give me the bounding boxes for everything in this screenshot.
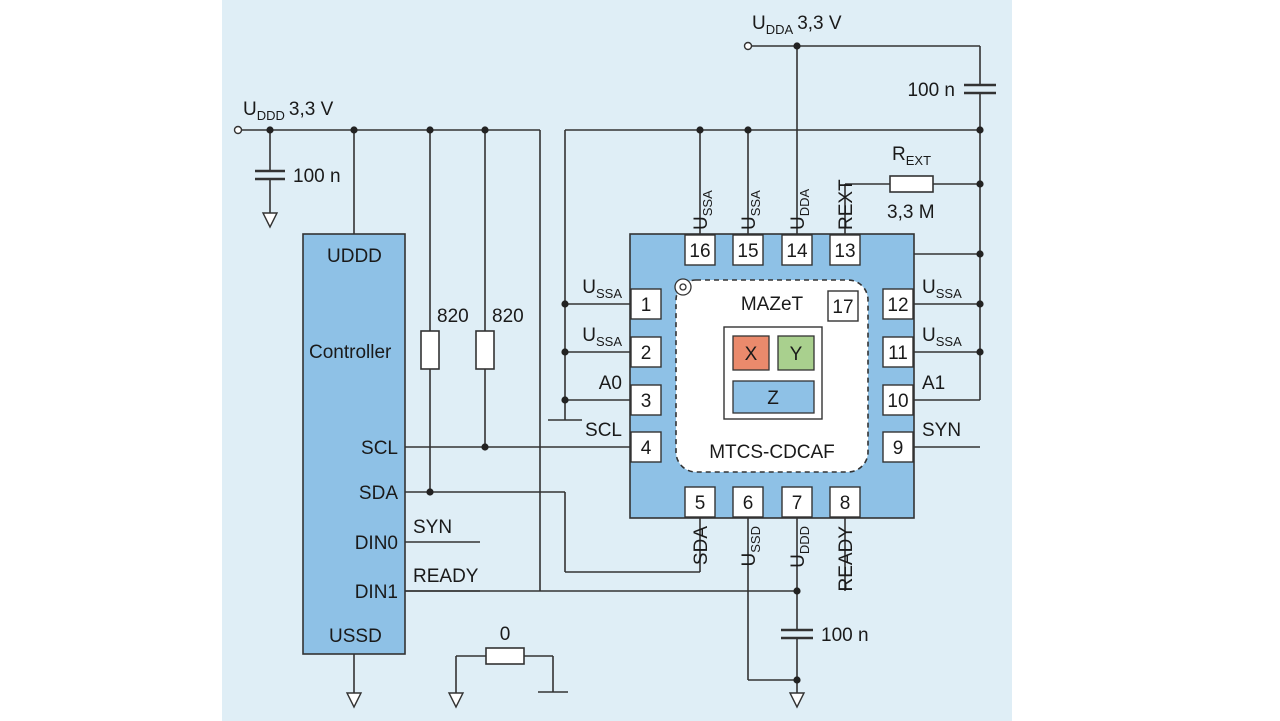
chip-pin-14 [781,234,813,266]
sensor-x-label: X [745,344,758,365]
chip-pin-13-number: 13 [834,241,855,262]
capacitor-udda [964,83,996,95]
chip-pin-15-number: 15 [737,241,758,262]
resistor-rext-label: REXT [892,144,931,168]
sensor-y-label: Y [790,344,803,365]
chip-pin-4-label: SCL [585,420,622,441]
chip-pin-3-label: A0 [599,373,622,394]
chip-pin-6 [732,486,764,518]
chip-pin-5-label: SDA [691,526,712,565]
chip-pin-8 [829,486,861,518]
chip-pin-13-label: REXT [836,179,857,230]
controller-pin-din0: DIN0 [355,533,398,554]
chip-pin-6-number: 6 [743,493,754,514]
chip-pin-10-number: 10 [887,391,908,412]
din0-signal-label: SYN [413,517,452,538]
chip-pin-11-number: 11 [888,343,908,364]
chip-pin-4 [630,431,662,463]
chip-pin-3 [630,384,662,416]
chip-pin-16-label: USSA [691,190,715,230]
controller-pin-scl: SCL [361,438,398,459]
controller-pin-ussd: USSD [329,626,382,647]
capacitor-bottom [781,628,813,640]
chip-pin-11 [882,336,914,368]
chip-pin-8-number: 8 [840,493,851,514]
chip-pin-9 [882,431,914,463]
sensor-y [777,335,815,371]
chip-pin-9-number: 9 [893,438,904,459]
controller-pin-din1: DIN1 [355,582,398,603]
chip-pin-7-number: 7 [792,493,803,514]
chip-pin-15 [732,234,764,266]
chip-pin-11-label: USSA [922,325,962,349]
controller-pin-sda: SDA [359,483,398,504]
resistor-rext-value: 3,3 M [887,202,935,223]
chip-pin-1 [630,288,662,320]
chip-pin-8-label: READY [836,526,857,592]
resistor-zero-label: 0 [500,624,511,645]
chip-pin1-marker [674,278,692,296]
din1-signal-label: READY [413,566,479,587]
capacitor-uddd [255,169,285,181]
chip-pin-17 [827,290,859,322]
chip-pin-1-label: USSA [582,277,622,301]
chip-pin-4-number: 4 [641,438,652,459]
chip-pin-14-label: UDDA [788,188,812,230]
chip-pin-7-label: UDDD [788,526,812,568]
chip-pin-15-label: USSA [739,190,763,230]
chip-pin-17-number: 17 [832,297,853,318]
capacitor-bottom-label: 100 n [821,625,869,646]
chip-pin-13 [829,234,861,266]
chip-pin-2 [630,336,662,368]
chip-pin-10-label: A1 [922,373,945,394]
resistor-zero [485,647,525,665]
chip-pin-6-label: USSD [739,526,763,566]
chip-pin-7 [781,486,813,518]
chip-name-bottom: MTCS-CDCAF [709,442,835,463]
chip-pin-12-label: USSA [922,277,962,301]
chip-pin-5 [684,486,716,518]
capacitor-uddd-label: 100 n [293,166,341,187]
chip-pin-16 [684,234,716,266]
chip-pin-2-number: 2 [641,343,652,364]
chip-pin-12-number: 12 [887,295,908,316]
resistor-r1 [420,330,440,370]
ground-symbols [261,212,806,709]
controller-pin-uddd: UDDD [327,246,382,267]
resistor-rext [889,175,934,193]
junction-dots [266,42,984,684]
chip-pin-2-label: USSA [582,325,622,349]
chip-pin-5-number: 5 [695,493,706,514]
controller-block [302,233,406,655]
chip-pin-1-number: 1 [641,295,652,316]
sensor-x [732,335,770,371]
resistor-r2 [475,330,495,370]
chip-pins: 16USSA15USSA14UDDA13REXT1USSA2USSA3A04SC… [582,179,962,592]
resistor-r1-label: 820 [437,306,469,327]
chip-name-top: MAZeT [741,294,804,315]
chip-pin-14-number: 14 [786,241,808,262]
capacitor-udda-label: 100 n [907,80,955,101]
chip-pin-10 [882,384,914,416]
sensor-z [732,380,815,414]
chip-pin-12 [882,288,914,320]
controller-title: Controller [309,342,392,363]
chip-pin-16-number: 16 [689,241,710,262]
sensor-z-label: Z [767,388,779,409]
chip-pin-3-number: 3 [641,391,652,412]
resistor-r2-label: 820 [492,306,524,327]
chip-pin-9-label: SYN [922,420,961,441]
